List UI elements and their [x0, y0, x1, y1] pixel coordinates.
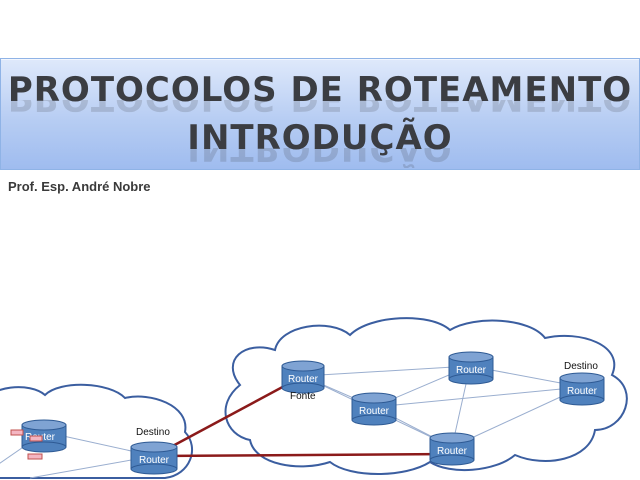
router-center: Router: [351, 392, 397, 426]
large-cloud: [224, 317, 628, 475]
title-line-2-reflection: INTRODUÇÃO: [187, 148, 453, 168]
title-banner: [0, 58, 640, 170]
author-name: Prof. Esp. André Nobre: [8, 179, 151, 194]
title-line-1-reflection: PROTOCOLOS DE ROTEAMENTO: [0, 100, 640, 118]
router-label: Router: [456, 365, 487, 376]
router-label: Router: [437, 446, 468, 457]
title-line-1: PROTOCOLOS DE ROTEAMENTO: [7, 70, 633, 110]
router-fonte: Router: [281, 360, 325, 394]
router-destino-right: Router: [559, 372, 605, 406]
router-bottom: Router: [429, 432, 475, 466]
router-destino-left: Router: [130, 441, 178, 475]
network-diagram: Router Router Router Router Router Route…: [0, 317, 628, 479]
destino-label-left: Destino: [136, 427, 170, 438]
router-top-right: Router: [448, 351, 494, 385]
router-label: Router: [139, 455, 170, 466]
packet-markers: [10, 429, 43, 460]
fonte-label: Fonte: [290, 391, 316, 402]
highlighted-route: [153, 374, 453, 458]
destino-label-right: Destino: [564, 361, 598, 372]
title-line-2: INTRODUÇÃO: [187, 118, 453, 158]
router-label: Router: [359, 406, 390, 417]
router-label: Router: [288, 374, 319, 385]
router-far-left: Router: [21, 419, 67, 453]
router-label: Router: [567, 386, 598, 397]
